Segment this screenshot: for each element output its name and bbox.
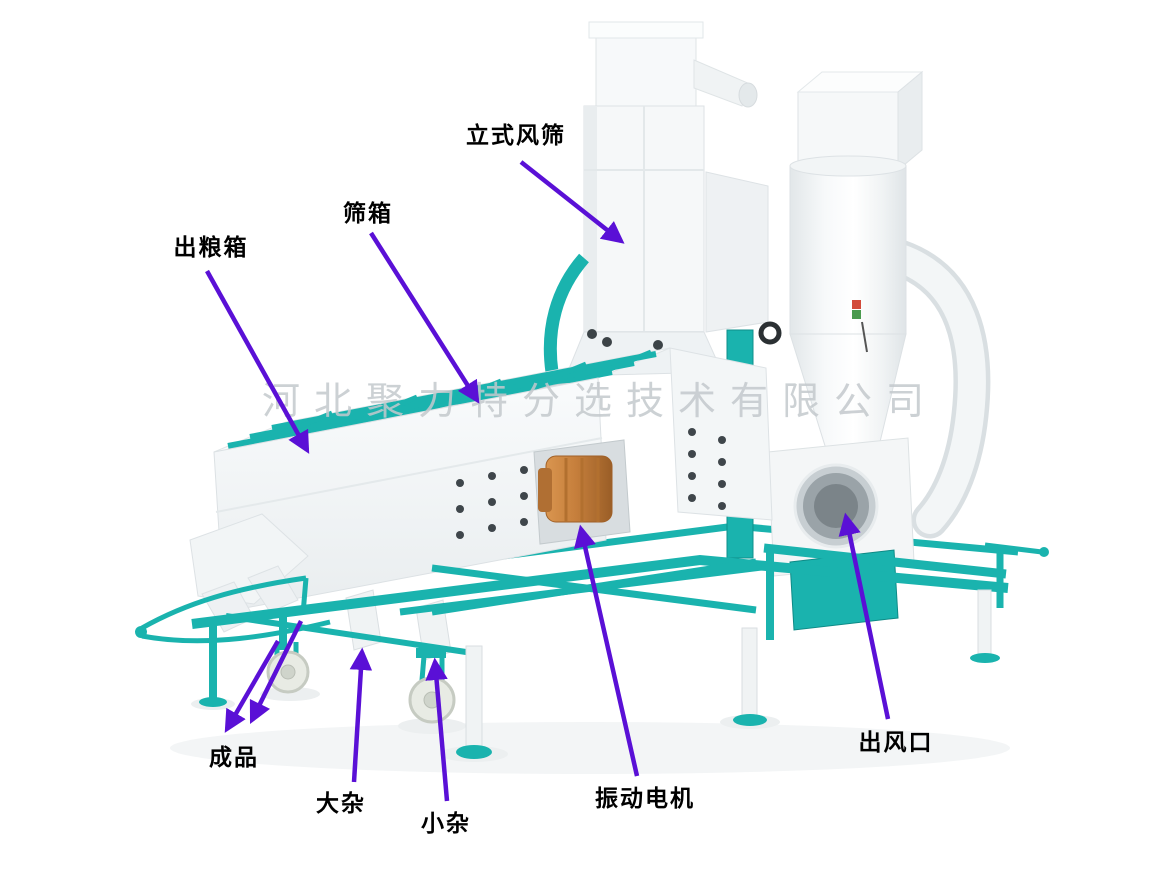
finished-product-spout: [247, 565, 299, 613]
pulley-ring: [758, 321, 782, 345]
cyclone-assembly: [767, 70, 991, 631]
annotation-arrows: [205, 160, 891, 802]
arrow-finished-product-2: [249, 620, 304, 725]
vibration-motor-shape: [533, 439, 631, 545]
arrow-finished-product-1: [224, 639, 280, 733]
elevator-tower: [543, 21, 782, 559]
arrow-grain-outlet-box: [205, 269, 310, 454]
arrow-vibration-motor: [574, 524, 640, 777]
front-rail: [191, 554, 1009, 629]
support-leg: [465, 645, 483, 749]
label-grain-outlet-box: 出粮箱: [173, 234, 249, 260]
frame: [135, 542, 1049, 759]
arrow-air-outlet: [838, 512, 891, 720]
arrow-small-impurities: [425, 657, 450, 802]
elevator-head: [595, 29, 697, 109]
label-small-impurities: 小杂: [421, 810, 471, 836]
label-finished-product: 成品: [209, 744, 259, 770]
label-large-impurities: 大杂: [316, 790, 366, 816]
motor-body: [545, 455, 613, 523]
watermark: 河北聚力特分选技术有限公司: [262, 381, 938, 423]
label-vibration-motor: 振动电机: [595, 785, 695, 811]
label-vertical-air-screen: 立式风筛: [466, 122, 566, 148]
sieve-box-right-section: [669, 347, 773, 521]
arrow-vertical-air-screen: [519, 160, 625, 244]
head-spout: [693, 59, 751, 107]
support-leg: [977, 589, 992, 655]
brand-sticker: [852, 300, 861, 309]
return-air-duct: [705, 171, 769, 333]
cyclone-cylinder: [789, 165, 907, 335]
support-leg: [741, 627, 758, 717]
hitch-bar: [140, 575, 307, 631]
arrow-large-impurities: [349, 647, 373, 783]
arrow-sieve-box: [369, 231, 480, 404]
tower-support-strut: [543, 253, 589, 373]
label-sieve-box: 筛箱: [343, 200, 393, 226]
label-air-outlet: 出风口: [858, 729, 934, 755]
